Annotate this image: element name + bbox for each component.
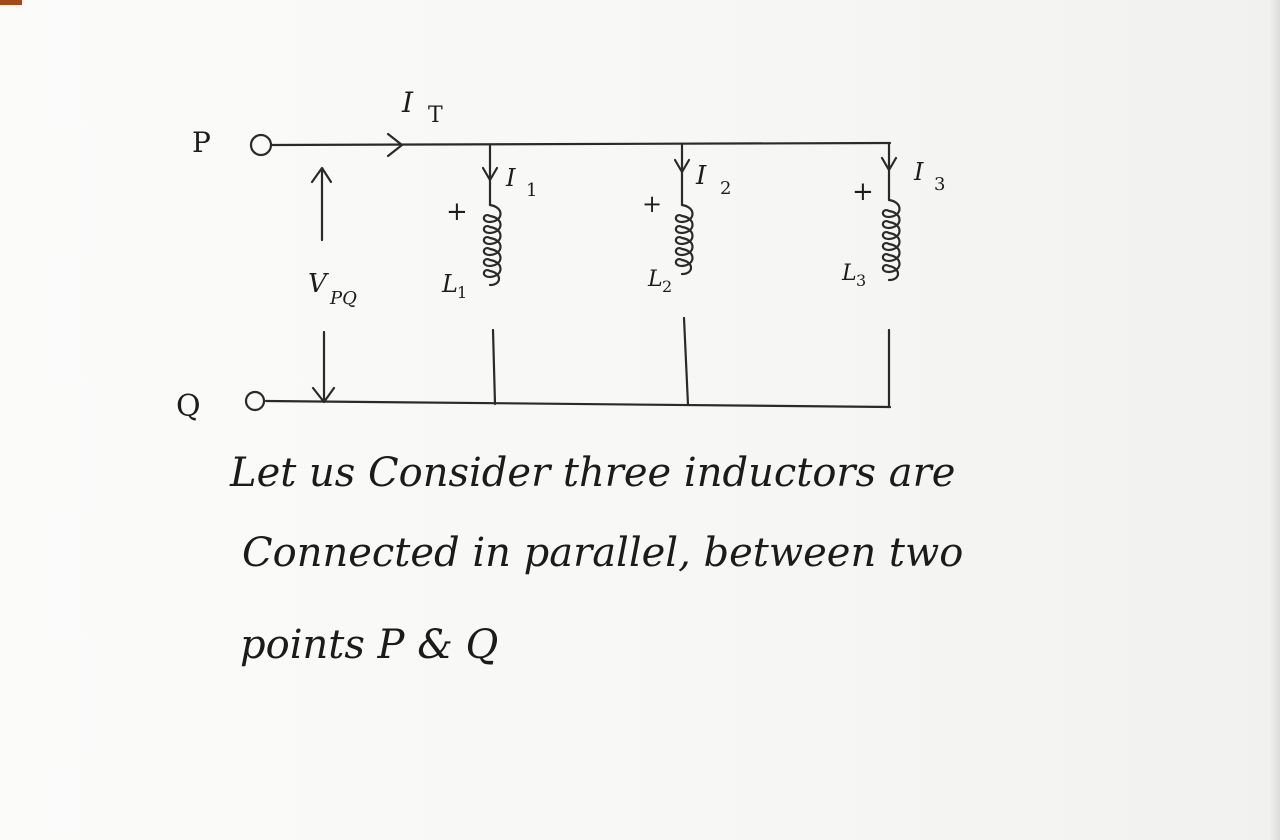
branch-1-current-subscript: 1 bbox=[526, 180, 537, 201]
branch-2-polarity: + bbox=[642, 190, 662, 218]
branch-3-inductor-subscript: 3 bbox=[856, 271, 866, 290]
inductor-coil-1 bbox=[482, 203, 502, 287]
voltage-arrow-down bbox=[311, 330, 336, 404]
branch-2-current-subscript: 2 bbox=[720, 178, 731, 199]
voltage-subscript: PQ bbox=[329, 288, 357, 309]
branch-1-inductor-subscript: 1 bbox=[457, 283, 467, 302]
branch-2-inductor-subscript: 2 bbox=[662, 277, 672, 296]
page-edge-shadow bbox=[1270, 0, 1280, 840]
branch-1 bbox=[481, 144, 502, 406]
note-line-2: Connected in parallel, between two bbox=[242, 530, 964, 576]
branch-2-lead-bottom bbox=[682, 316, 690, 407]
node-p-label: P bbox=[192, 126, 211, 159]
note-line-1: Let us Consider three inductors are bbox=[230, 450, 956, 496]
branch-2 bbox=[673, 143, 694, 407]
branch-1-lead-bottom bbox=[491, 328, 497, 406]
note-line-3: points P & Q bbox=[240, 622, 499, 668]
top-rail bbox=[270, 141, 892, 147]
terminal-p bbox=[249, 133, 273, 157]
branch-1-current-label: I bbox=[505, 164, 516, 192]
branch-1-polarity: + bbox=[446, 197, 468, 227]
branch-3-polarity: + bbox=[852, 177, 874, 207]
branch-2-inductor-label: L bbox=[647, 267, 663, 292]
branch-1-inductor-label: L bbox=[441, 270, 458, 298]
voltage-arrow-up bbox=[310, 166, 333, 242]
branch-1-current-arrow bbox=[481, 166, 499, 182]
branch-3-current-arrow bbox=[880, 156, 898, 172]
branch-2-current-label: I bbox=[695, 161, 707, 191]
corner-mark bbox=[0, 0, 22, 5]
node-q-label: Q bbox=[176, 389, 201, 424]
inductor-coil-2 bbox=[674, 203, 694, 276]
total-current-subscript: T bbox=[428, 103, 443, 128]
branch-2-current-arrow bbox=[673, 158, 691, 174]
branch-3-inductor-label: L bbox=[841, 261, 857, 286]
branch-3-current-label: I bbox=[913, 158, 924, 186]
terminal-q bbox=[244, 390, 266, 412]
voltage-label: V bbox=[308, 269, 329, 299]
total-current-label: I bbox=[401, 86, 414, 119]
bottom-rail bbox=[264, 399, 892, 409]
total-current-arrow bbox=[386, 132, 404, 158]
branch-3 bbox=[880, 142, 901, 409]
branch-3-current-subscript: 3 bbox=[934, 174, 945, 195]
inductor-coil-3 bbox=[881, 198, 901, 282]
